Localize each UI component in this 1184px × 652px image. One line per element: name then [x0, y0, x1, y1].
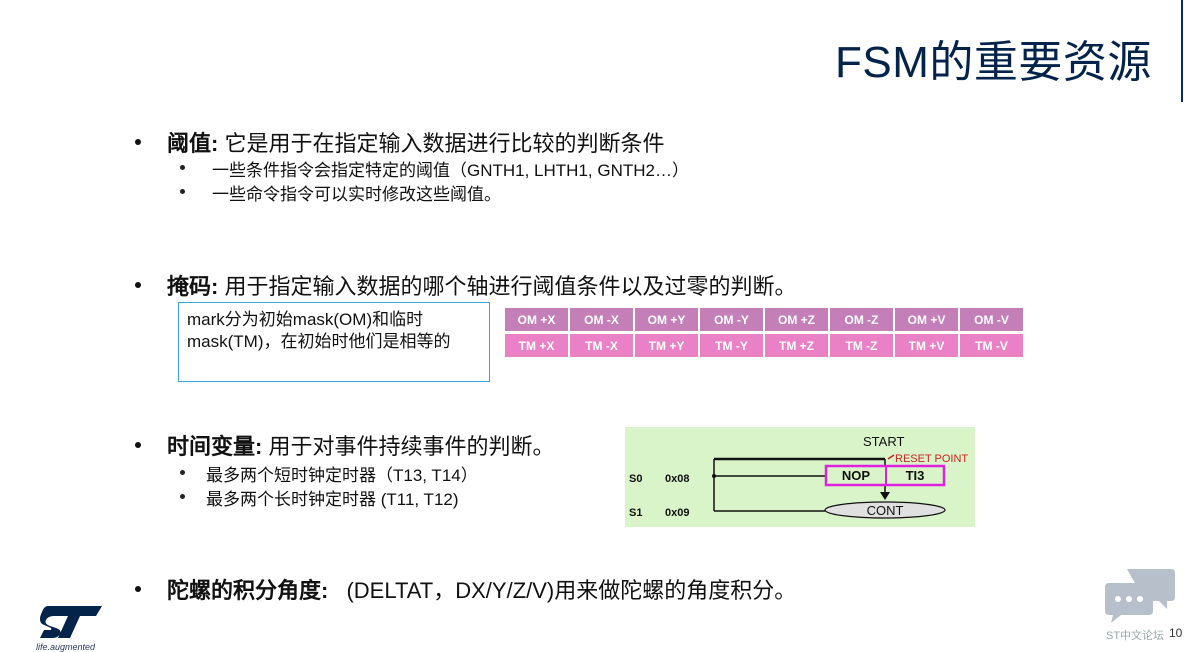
mask-cell-tm: TM +V	[895, 334, 958, 357]
mask-cell-tm: TM +Z	[765, 334, 828, 357]
sub-bullet-dot	[180, 189, 185, 194]
timer-sub-2: 最多两个长时钟定时器 (T11, T12)	[206, 490, 459, 509]
diagram-s0: S0	[629, 473, 642, 485]
bullet-dot	[135, 282, 141, 288]
diagram-s1: S1	[629, 507, 642, 519]
threshold-bullet: 阈值: 它是用于在指定输入数据进行比较的判断条件	[167, 126, 664, 158]
mask-heading: 掩码	[167, 274, 212, 299]
threshold-sub-1: 一些条件指令会指定特定的阈值（GNTH1, LHTH1, GNTH2…）	[212, 161, 689, 180]
bullet-dot	[135, 139, 141, 145]
diagram-nop: NOP	[842, 468, 871, 483]
threshold-colon: :	[211, 131, 219, 156]
threshold-text: 它是用于在指定输入数据进行比较的判断条件	[224, 131, 665, 156]
timer-diagram: START RESET POINT NOP TI3 CONT S0 0x08 S…	[625, 427, 975, 527]
timer-diagram-svg: START RESET POINT NOP TI3 CONT S0 0x08 S…	[629, 434, 968, 519]
timer-text: 用于对事件持续事件的判断。	[268, 434, 555, 459]
gyro-text: (DELTAT，DX/Y/Z/V)用来做陀螺的角度积分。	[346, 578, 797, 603]
diagram-s0-addr: 0x08	[665, 473, 689, 485]
mask-cell-om: OM -Z	[830, 308, 893, 331]
mask-cell-tm: TM +Y	[635, 334, 698, 357]
mask-cell-tm: TM -Z	[830, 334, 893, 357]
bullet-dot	[135, 442, 141, 448]
timer-heading: 时间变量	[167, 434, 256, 459]
slide-title: FSM的重要资源	[835, 38, 1152, 87]
mask-cell-tm: TM -Y	[700, 334, 763, 357]
diagram-start-label: START	[863, 434, 904, 449]
mask-cell-om: OM -X	[570, 308, 633, 331]
diagram-s1-addr: 0x09	[665, 507, 689, 519]
mask-table: OM +X OM -X OM +Y OM -Y OM +Z OM -Z OM +…	[505, 308, 1023, 357]
gyro-heading: 陀螺的积分角度	[167, 578, 322, 603]
sub-bullet-dot	[180, 165, 185, 170]
gyro-colon: :	[321, 578, 329, 603]
mask-bullet: 掩码: 用于指定输入数据的哪个轴进行阈值条件以及过零的判断。	[167, 269, 796, 301]
mask-note-box: mark分为初始mask(OM)和临时mask(TM)，在初始时他们是相等的	[178, 302, 490, 382]
flow-dot	[712, 474, 716, 478]
diagram-reset-label: RESET POINT	[895, 453, 968, 465]
cont-ellipse	[824, 501, 946, 519]
sub-bullet-dot	[180, 494, 185, 499]
timer-colon: :	[255, 434, 263, 459]
mask-cell-om: OM -Y	[700, 308, 763, 331]
forum-label: ST中文论坛	[1106, 630, 1165, 642]
st-logo-icon	[40, 604, 104, 645]
threshold-sub-2: 一些命令指令可以实时修改这些阈值。	[212, 185, 501, 204]
threshold-heading: 阈值	[167, 131, 212, 156]
page-number: 10	[1169, 626, 1183, 640]
mask-cell-om: OM +Z	[765, 308, 828, 331]
timer-bullet: 时间变量: 用于对事件持续事件的判断。	[167, 429, 554, 461]
diagram-ti3: TI3	[906, 468, 925, 483]
reset-arrow	[887, 454, 895, 460]
gyro-bullet: 陀螺的积分角度: (DELTAT，DX/Y/Z/V)用来做陀螺的角度积分。	[167, 573, 796, 605]
timer-sub-1: 最多两个短时钟定时器（T13, T14）	[206, 466, 478, 485]
bullet-dot	[135, 586, 141, 592]
mask-cell-tm: TM +X	[505, 334, 568, 357]
mask-colon: :	[211, 274, 219, 299]
mask-cell-om: OM +V	[895, 308, 958, 331]
mask-cell-om: OM +Y	[635, 308, 698, 331]
brand-tagline: life.augmented	[36, 642, 96, 652]
mask-cell-om: OM -V	[960, 308, 1023, 331]
diagram-cont: CONT	[867, 503, 904, 518]
chat-bubble-icon	[1105, 567, 1177, 630]
mask-note: mark分为初始mask(OM)和临时mask(TM)，在初始时他们是相等的	[187, 310, 451, 351]
mask-text: 用于指定输入数据的哪个轴进行阈值条件以及过零的判断。	[224, 274, 797, 299]
title-edge-line	[1181, 0, 1183, 102]
flow-arrow-head	[880, 492, 890, 500]
mask-cell-tm: TM -V	[960, 334, 1023, 357]
sub-bullet-dot	[180, 470, 185, 475]
mask-cell-tm: TM -X	[570, 334, 633, 357]
mask-cell-om: OM +X	[505, 308, 568, 331]
